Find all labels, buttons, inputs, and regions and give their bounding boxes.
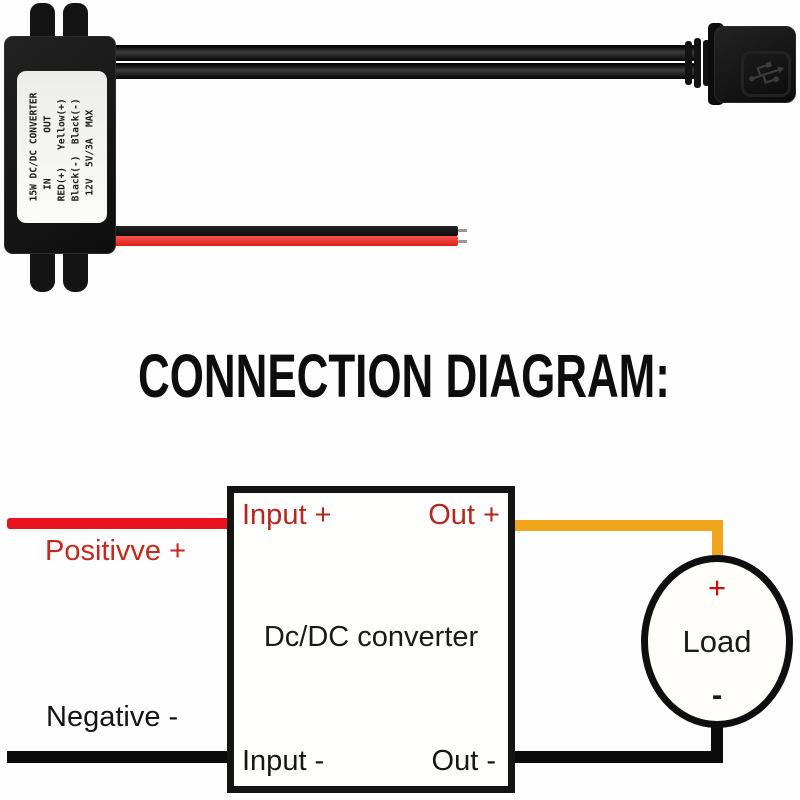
mounting-tab-prong bbox=[30, 250, 55, 292]
input-wire-red bbox=[108, 236, 458, 246]
label-line: IN OUT bbox=[42, 115, 54, 202]
strain-relief-ridge bbox=[694, 38, 701, 88]
section-heading: CONNECTION DIAGRAM: bbox=[138, 342, 670, 410]
converter-box-title: Dc/DC converter bbox=[263, 621, 479, 653]
port-out-minus: Out - bbox=[431, 745, 496, 777]
diagram-negative-input-wire bbox=[7, 751, 228, 763]
usb-connector bbox=[714, 26, 796, 103]
converter-spec-label: 15W DC/DC CONVERTER IN OUT RED(+) Yellow… bbox=[17, 71, 107, 223]
label-line: 15W DC/DC CONVERTER bbox=[28, 92, 40, 202]
strain-relief-ridge bbox=[703, 40, 710, 86]
load-label: Load bbox=[682, 624, 752, 659]
diagram-output-positive-wire-vertical bbox=[712, 520, 723, 562]
diagram-output-negative-wire-vertical bbox=[711, 723, 723, 763]
usb-connector-face bbox=[741, 51, 791, 97]
mounting-tab-prong bbox=[30, 3, 55, 40]
converter-spec-text: 15W DC/DC CONVERTER IN OUT RED(+) Yellow… bbox=[27, 93, 97, 202]
stripped-wire-tip bbox=[458, 240, 467, 243]
port-input-plus: Input + bbox=[242, 499, 332, 531]
usb-cable-wire-bottom bbox=[108, 63, 700, 79]
port-input-minus: Input - bbox=[242, 745, 325, 777]
port-out-plus: Out + bbox=[428, 499, 500, 531]
positive-wire-label: Positivve + bbox=[45, 535, 187, 567]
label-line: 12V 5V/3A MAX bbox=[84, 109, 96, 202]
diagram-output-negative-wire-horizontal bbox=[512, 751, 723, 763]
load-circle: + Load - bbox=[641, 555, 793, 728]
stripped-wire-tip bbox=[458, 229, 467, 232]
load-plus-terminal: + bbox=[707, 570, 727, 605]
label-line: Black(-) Black(-) bbox=[70, 98, 82, 202]
strain-relief-ridge bbox=[685, 41, 692, 85]
negative-wire-label: Negative - bbox=[46, 701, 179, 733]
mounting-tab-prong bbox=[63, 250, 88, 292]
input-wire-black bbox=[108, 226, 458, 236]
converter-box: Input + Out + Dc/DC converter Input - Ou… bbox=[227, 486, 515, 793]
usb-cable-wire-top bbox=[108, 45, 700, 61]
load-minus-terminal: - bbox=[711, 677, 723, 712]
usb-trident-icon bbox=[749, 61, 785, 84]
mounting-tab-prong bbox=[63, 3, 88, 40]
diagram-output-positive-wire-horizontal bbox=[512, 520, 723, 531]
diagram-positive-input-wire bbox=[7, 518, 228, 529]
label-line: RED(+) Yellow(+) bbox=[56, 98, 68, 202]
